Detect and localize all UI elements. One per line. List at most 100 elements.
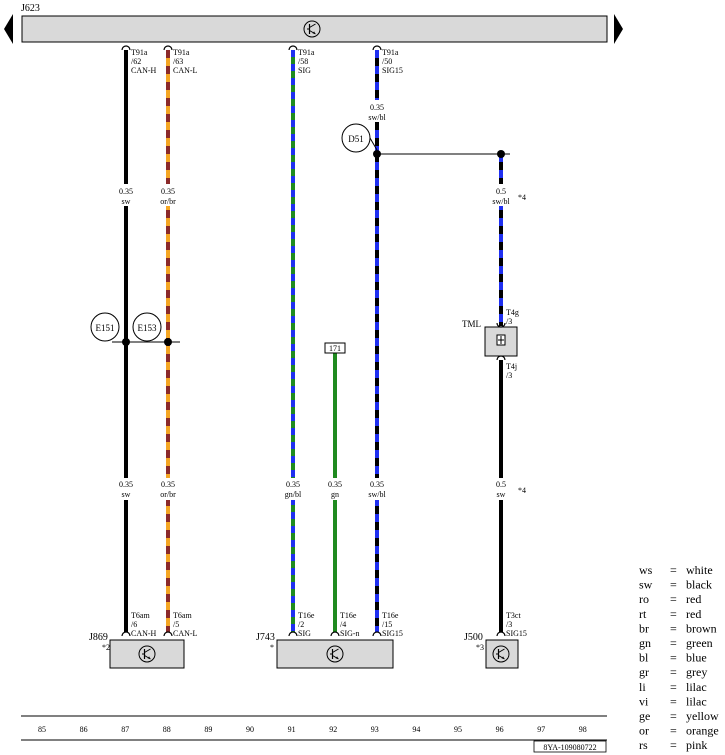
splice-d51-node xyxy=(373,150,381,158)
pin-marker xyxy=(496,355,506,361)
pin-marker xyxy=(372,631,382,637)
legend-eq: = xyxy=(670,651,677,665)
legend-code: br xyxy=(639,621,649,635)
track-number: 95 xyxy=(454,725,462,734)
legend-name: yellow xyxy=(686,709,719,723)
wire-label-size: 0.5 xyxy=(496,480,506,489)
legend-name: black xyxy=(686,578,712,592)
legend-code: or xyxy=(639,724,649,738)
legend-code: ge xyxy=(639,709,650,723)
svg-text:/6: /6 xyxy=(131,620,137,629)
pin-marker xyxy=(330,631,340,637)
svg-text:SIG: SIG xyxy=(298,629,311,638)
continue-right-arrow xyxy=(614,14,623,44)
legend-code: rs xyxy=(639,738,648,752)
j743-label: J743 xyxy=(256,632,275,643)
wire-label-color: gn/bl xyxy=(285,490,302,499)
svg-text:/15: /15 xyxy=(382,620,392,629)
wire-label-size: 0.35 xyxy=(286,480,300,489)
track-number: 94 xyxy=(412,725,420,734)
svg-text:CAN-L: CAN-L xyxy=(173,66,198,75)
legend-eq: = xyxy=(670,709,677,723)
legend-eq: = xyxy=(670,738,677,752)
legend-code: li xyxy=(639,680,646,694)
svg-text:SIG-n: SIG-n xyxy=(340,629,360,638)
legend-name: grey xyxy=(686,665,707,679)
svg-text:T4j: T4j xyxy=(506,362,517,371)
legend-name: pink xyxy=(686,738,707,752)
splice-e153-node xyxy=(164,338,172,346)
legend-eq: = xyxy=(670,680,677,694)
svg-text:CAN-H: CAN-H xyxy=(131,629,157,638)
wire-label-note: *4 xyxy=(518,486,526,495)
legend-eq: = xyxy=(670,636,677,650)
svg-text:T16e: T16e xyxy=(382,611,399,620)
track-number: 88 xyxy=(163,725,171,734)
connector-t16e-2: T16e /2 SIG xyxy=(298,611,315,638)
svg-text:/5: /5 xyxy=(173,620,179,629)
legend-code: ro xyxy=(639,592,649,606)
connector-t91a-63: T91a /63 CAN-L xyxy=(173,48,198,75)
module-j500: J500 *3 xyxy=(464,632,519,669)
j743-note: * xyxy=(270,643,274,652)
svg-text:/58: /58 xyxy=(298,57,308,66)
svg-text:/3: /3 xyxy=(506,620,512,629)
svg-text:/63: /63 xyxy=(173,57,183,66)
junction-e153-label: E153 xyxy=(138,323,157,333)
legend-name: blue xyxy=(686,651,707,665)
pin-marker xyxy=(496,322,506,328)
svg-text:171: 171 xyxy=(329,344,341,353)
pin-marker xyxy=(121,631,131,637)
wire-label-size: 0.35 xyxy=(161,480,175,489)
wire-label-color: sw xyxy=(122,490,131,499)
legend-name: orange xyxy=(686,724,719,738)
svg-text:T16e: T16e xyxy=(298,611,315,620)
wire-label-color: sw/bl xyxy=(492,197,510,206)
svg-text:T91a: T91a xyxy=(382,48,399,57)
wire-label-color: sw xyxy=(122,197,131,206)
j623-body xyxy=(21,15,608,43)
pin-marker xyxy=(163,631,173,637)
color-legend: ws=whitesw=blackro=redrt=redbr=browngn=g… xyxy=(639,563,719,752)
svg-text:T91a: T91a xyxy=(173,48,190,57)
pin-marker xyxy=(372,45,382,51)
legend-code: gr xyxy=(639,665,649,679)
track-number: 97 xyxy=(537,725,545,734)
connector-t16e-15: T16e /15 SIG15 xyxy=(382,611,403,638)
svg-text:T91a: T91a xyxy=(131,48,148,57)
legend-eq: = xyxy=(670,592,677,606)
legend-eq: = xyxy=(670,694,677,708)
svg-text:T3ct: T3ct xyxy=(506,611,521,620)
connector-t6am-6: T6am /6 CAN-H xyxy=(131,611,157,638)
continue-left-arrow xyxy=(4,14,13,44)
svg-text:/50: /50 xyxy=(382,57,392,66)
j500-note: *3 xyxy=(476,643,484,652)
document-id: 8YA-109080722 xyxy=(533,740,607,753)
wire-label-size: 0.35 xyxy=(119,480,133,489)
svg-text:CAN-L: CAN-L xyxy=(173,629,198,638)
connector-t6am-5: T6am /5 CAN-L xyxy=(173,611,198,638)
track-number: 85 xyxy=(38,725,46,734)
junction-d51-label: D51 xyxy=(348,134,364,144)
wire-label-size: 0.5 xyxy=(496,187,506,196)
legend-code: bl xyxy=(639,651,649,665)
junction-d51 xyxy=(341,123,371,153)
legend-name: green xyxy=(686,636,713,650)
legend-eq: = xyxy=(670,607,677,621)
svg-text:SIG: SIG xyxy=(298,66,311,75)
legend-code: sw xyxy=(639,578,653,592)
svg-text:/3: /3 xyxy=(506,371,512,380)
splice-96-node xyxy=(497,150,505,158)
track-number: 90 xyxy=(246,725,254,734)
svg-text:/62: /62 xyxy=(131,57,141,66)
wire-label-size: 0.35 xyxy=(328,480,342,489)
track-number: 96 xyxy=(496,725,504,734)
pin-marker xyxy=(163,45,173,51)
svg-text:8YA-109080722: 8YA-109080722 xyxy=(543,743,596,752)
module-j743: J743 * xyxy=(256,632,394,669)
connector-t91a-62: T91a /62 CAN-H xyxy=(131,48,157,75)
j743-body xyxy=(276,639,394,669)
bottom-connectors: T6am /6 CAN-H T6am /5 CAN-L T16e /2 SIG … xyxy=(121,611,527,638)
j623-label: J623 xyxy=(21,3,40,14)
